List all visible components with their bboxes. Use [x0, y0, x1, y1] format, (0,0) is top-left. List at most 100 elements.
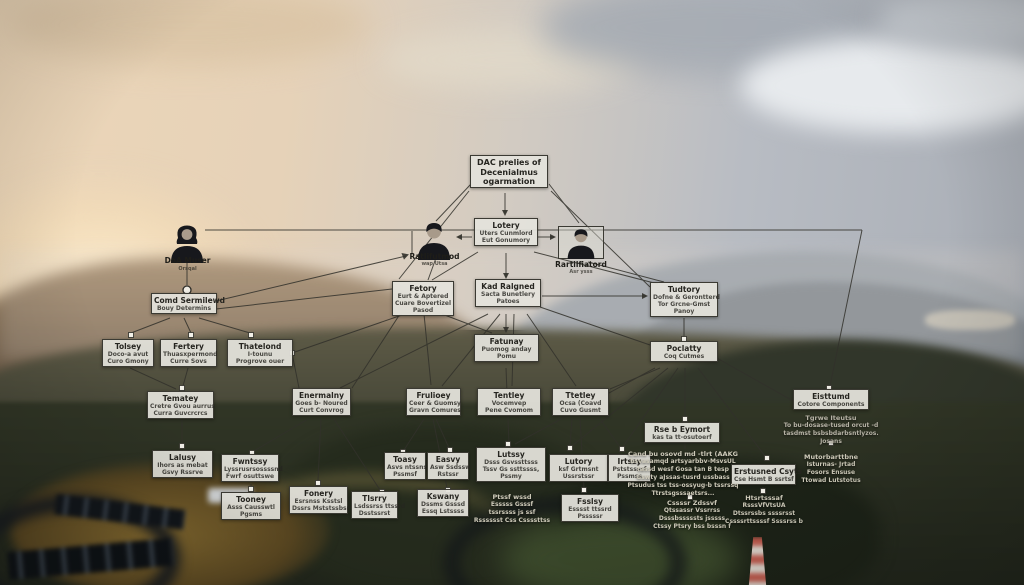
node-line: Cotore Components [797, 401, 865, 408]
node-line: Lsdssrss ttssrd [354, 503, 406, 510]
node-line: Cuare Bovertizel [395, 300, 452, 308]
node-title: Poclatty [666, 344, 702, 353]
node-title: Cand bu osovd md -tlrt (AAKG [628, 450, 738, 458]
node-line: ogarmation [482, 177, 536, 187]
node-title: Fsslsy [577, 497, 603, 506]
node-line: Ihors as mebat [157, 462, 208, 469]
node-line: I-tounu [247, 351, 273, 358]
node-line: Sacta Bunetlery [481, 291, 535, 298]
node-line: Goes b- Noured [295, 400, 348, 407]
node-line: tassd wesf Gosa tan B tesp [637, 466, 729, 474]
node-line: Uters Cunmlord [479, 230, 533, 237]
node-title: Tentley [493, 391, 525, 400]
node-title: Eisttumd [812, 392, 850, 401]
avatar-middle-sublabel: wap Utsa [421, 261, 448, 267]
node-line: Coq Cutmes [663, 353, 705, 360]
node-line: Pssmy [500, 473, 522, 481]
node-title: Easvy [435, 455, 461, 464]
node-title: Fertery [173, 342, 204, 351]
node-line: Rstssr [437, 471, 459, 479]
node-line: Rsssssst Css Cssssttss [473, 517, 551, 525]
node-line: Thuasxpermond [163, 351, 218, 358]
node-title: Kad Ralgned [481, 282, 535, 291]
node-line: Pssmsf [393, 471, 417, 479]
node-line: Panoy [673, 308, 695, 316]
node-title: Frulioey [416, 391, 451, 400]
node-title: Lutory [564, 457, 593, 466]
node-title: Comd Sermilewd [154, 296, 225, 305]
node-line: bsvasamqd artsyarbbv-MsvsUL [630, 458, 736, 466]
node-line: Cssssrttssssf Ssssrss b [725, 518, 803, 526]
avatar-left-sublabel: Orsqal [178, 266, 197, 272]
node-title: Toasy [393, 455, 417, 464]
node-line: Ocsa (Coavd [559, 400, 602, 407]
node-line: tssrssss js ssf [488, 509, 536, 517]
node-line: Dofne & Gerontterd [653, 294, 720, 301]
node-line: To bu-dosase-tused orcut -d [783, 422, 879, 430]
node-line: Progrove ouer [235, 358, 285, 366]
node-line: Curre Sovs [170, 358, 207, 366]
node-line: ksf Grtmsnt [558, 466, 599, 473]
node-line: Psssssr [577, 513, 603, 521]
node-title: Tgrwe Iteutsu [805, 414, 857, 422]
node-line: Cse Hsmt B ssrtsf [734, 476, 794, 483]
node-line: Dssrs Mststssbsr [292, 505, 350, 513]
node-title: Rse b Eymort [653, 425, 711, 434]
node-line: Doco-a avut [107, 351, 149, 358]
avatar-middle-male [414, 220, 454, 260]
node-title: Fetory [409, 284, 437, 293]
avatar-right-label: Rartilfiatord [555, 260, 607, 269]
node-line: Dsssbsssssts jsssss [658, 515, 726, 523]
node-line: Fwrf osuttswe [225, 473, 275, 481]
node-title: DAC prelies of [476, 158, 542, 167]
avatar-middle-label: Ratlifutmod [409, 252, 460, 261]
node-title: Lalusy [168, 453, 197, 462]
node-line: Ptsudus tss tss-ossyug-b tssrssq [627, 481, 739, 489]
node-line: Ttowad Lutstotus [801, 477, 861, 485]
node-line: Josans [820, 438, 842, 446]
node-line: Esrsnss Ksstsl [294, 498, 343, 505]
node-line: Dsss Gsvssttsss [484, 459, 538, 466]
node-title: Htsrtsssaf [745, 494, 783, 502]
node-title: Fatunay [489, 337, 524, 346]
node-title: Kswany [426, 492, 460, 501]
node-line: Qtssassr Vssrrss [663, 507, 721, 515]
avatar-left-female [167, 223, 207, 263]
node-line: Esssst ttssrd [568, 506, 612, 513]
node-line: Eurt & Aptered [397, 293, 449, 300]
node-line: Cuvo Gusmt [560, 407, 601, 415]
node-line: kas ta tt-osutoerf [652, 434, 712, 441]
node-title: Lotery [492, 221, 520, 230]
node-title: Thatelond [238, 342, 282, 351]
node-line: Lyssrusrsossssnd [224, 466, 283, 473]
node-line: Cretre Gvou aurrus [150, 403, 215, 410]
node-title: Fwntssy [232, 457, 268, 466]
node-line: Pomu [496, 353, 517, 361]
node-line: Esssss Gsssf [490, 501, 534, 509]
